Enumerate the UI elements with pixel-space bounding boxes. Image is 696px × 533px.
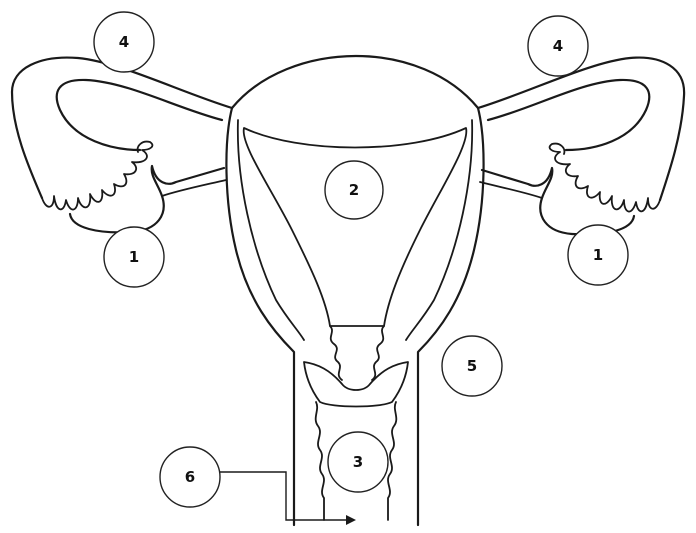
label-text: 5 xyxy=(467,357,477,375)
left-ovarian-ligament xyxy=(162,180,226,196)
label-4-right: 4 xyxy=(528,16,588,76)
label-text: 1 xyxy=(593,246,603,264)
label-6: 6 xyxy=(160,447,220,507)
uterus-inner-wall-right xyxy=(406,120,472,340)
label-5: 5 xyxy=(442,336,502,396)
cervix xyxy=(304,362,408,407)
vagina-wall-left xyxy=(316,402,324,520)
label-text: 4 xyxy=(553,37,563,55)
vaginal-opening-pointer xyxy=(212,472,346,520)
right-fallopian-tube-inner xyxy=(488,80,649,150)
label-text: 4 xyxy=(119,33,129,51)
cervical-canal-left xyxy=(330,326,342,380)
label-text: 2 xyxy=(349,181,359,199)
vagina-wall-right xyxy=(388,402,396,520)
left-fimbriae xyxy=(42,142,152,210)
vaginal-opening-arrowhead xyxy=(346,515,356,525)
left-fallopian-tube-inner xyxy=(57,80,222,150)
label-2: 2 xyxy=(325,161,383,219)
label-text: 6 xyxy=(185,468,195,486)
label-4-left: 4 xyxy=(94,12,154,72)
uterus-inner-wall-left xyxy=(238,120,304,340)
label-3: 3 xyxy=(328,432,388,492)
right-fimbriae xyxy=(550,144,660,212)
label-1-right: 1 xyxy=(568,225,628,285)
label-1-left: 1 xyxy=(104,227,164,287)
label-text: 1 xyxy=(129,248,139,266)
label-text: 3 xyxy=(353,453,363,471)
uterine-cavity xyxy=(244,128,467,326)
right-ovarian-ligament xyxy=(480,182,542,198)
left-fallopian-tube-outer xyxy=(12,58,232,198)
